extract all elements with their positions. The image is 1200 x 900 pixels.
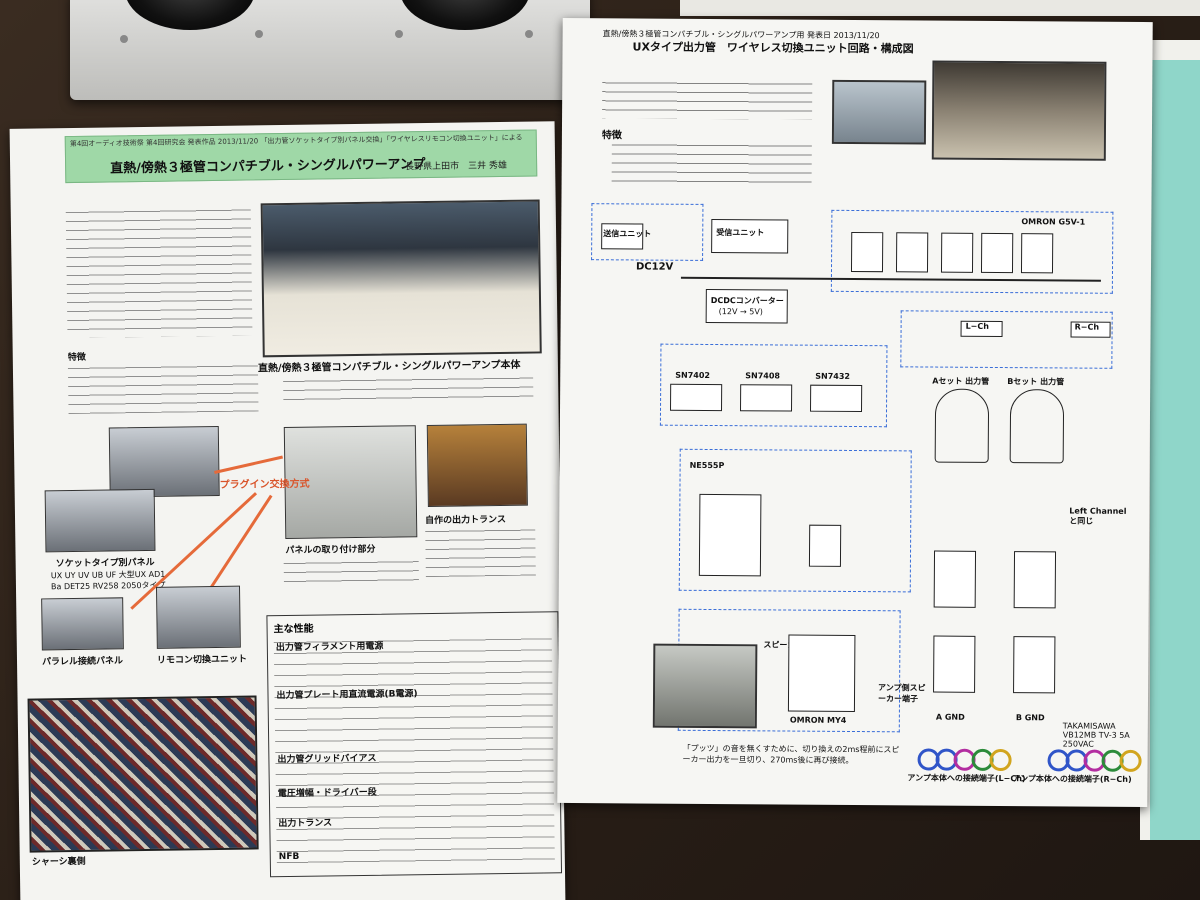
- left-channel-label: Left Channel と同じ: [1069, 506, 1127, 526]
- tube-a: [934, 388, 990, 463]
- parallel-photo: [41, 597, 124, 651]
- specs-box: 主な性能 出力管フィラメント用電源 出力管プレート用直流電源(B電源) 出力管グ…: [266, 611, 563, 878]
- specs-row: 出力管グリッドバイアス: [277, 753, 377, 766]
- left-document: 第4回オーディオ技術祭 第4回研究会 発表作品 2013/11/20 「出力管ソ…: [9, 121, 566, 900]
- specs-row: 電圧増幅・ドライバー段: [277, 787, 377, 800]
- amp-top-photo: [931, 60, 1107, 161]
- speaker-relay-photo: [652, 643, 758, 729]
- features-text: [611, 140, 812, 187]
- relay-label: OMRON G5V-1: [1021, 217, 1086, 227]
- relay: [1020, 233, 1054, 274]
- relay: [933, 635, 976, 693]
- cyan-paper: [1150, 60, 1200, 840]
- author: 長野県上田市 三井 秀雄: [405, 160, 508, 173]
- omron-my4: OMRON MY4: [789, 715, 847, 725]
- panel-mount-label: パネルの取り付け部分: [285, 544, 376, 557]
- dc-label: DC12V: [635, 261, 674, 273]
- term-r-label: アンプ本体への接続端子(R−Ch): [1012, 774, 1132, 784]
- ic-label: SN7408: [745, 371, 781, 381]
- relay: [808, 524, 842, 567]
- document-title: UXタイプ出力管 ワイヤレス切換ユニット回路・構成図: [632, 40, 914, 56]
- intro-text: [65, 205, 253, 339]
- agnd-label: A GND: [935, 712, 965, 722]
- ic: [810, 384, 863, 413]
- timer-ic: [698, 493, 762, 577]
- amplifier-chassis: [70, 0, 590, 100]
- relay: [1013, 551, 1057, 609]
- tube-base-left: [125, 0, 255, 30]
- caption-text: [283, 373, 534, 402]
- amplifier-photo: [260, 199, 542, 358]
- speaker-relay: [787, 634, 856, 713]
- features-heading: 特徴: [67, 352, 86, 364]
- specs-row: 出力管プレート用直流電源(B電源): [276, 689, 418, 702]
- rch-label: R−Ch: [1074, 322, 1100, 332]
- power-relay-box: [900, 310, 1113, 369]
- send-unit-label: 送信ユニット: [603, 229, 652, 239]
- chassis-photo: [27, 695, 259, 853]
- ic: [740, 384, 793, 412]
- timer-label: NE555P: [689, 460, 725, 471]
- unit-photo: [831, 79, 927, 145]
- relay: [895, 232, 929, 273]
- amp-speaker-term: アンプ側スピーカー端子: [877, 683, 926, 704]
- lch-label: L−Ch: [965, 321, 990, 331]
- ic: [670, 383, 723, 412]
- photo-caption: 直熱/傍熱３極管コンパチブル・シングルパワーアンプ本体: [257, 359, 521, 375]
- chassis-label: シャーシ裏側: [31, 856, 86, 868]
- right-document: 直熱/傍熱３極管コンパチブル・シングルパワーアンプ用 発表日 2013/11/2…: [557, 17, 1153, 808]
- specs-row: NFB: [278, 851, 300, 863]
- bgnd-label: B GND: [1015, 713, 1045, 723]
- socket-panel-label: ソケットタイプ別パネル: [55, 557, 155, 570]
- receive-unit-label: 受信ユニット: [716, 228, 765, 238]
- output-trans-label: 自作の出力トランス: [425, 514, 506, 527]
- background-paper: [680, 0, 1200, 16]
- transformer-photo: [426, 423, 528, 508]
- converter-spec: (12V → 5V): [718, 307, 763, 317]
- screw: [525, 30, 533, 38]
- features-heading: 特徴: [601, 130, 622, 142]
- tube-b: [1009, 389, 1065, 464]
- plugin-label: プラグイン交換方式: [219, 478, 310, 491]
- relay: [940, 232, 974, 273]
- takamisawa-label: TAKAMISAWA VB12MB TV-3 5A 250VAC: [1062, 721, 1130, 749]
- screw: [120, 35, 128, 43]
- remote-unit-label: リモコン切換ユニット: [156, 654, 248, 666]
- bottom-caption: 「プッツ」の音を無くすために、切り換えの2ms程前にスピーカー出力を一旦切り、2…: [682, 743, 900, 765]
- specs-row: 出力管フィラメント用電源: [275, 641, 384, 654]
- specs-row: 出力トランス: [278, 818, 333, 830]
- relay: [980, 232, 1014, 274]
- screw: [395, 30, 403, 38]
- trans-text: [425, 525, 536, 578]
- tube-b-label: Bセット 出力管: [1007, 377, 1065, 387]
- tube-base-right: [400, 0, 530, 30]
- socket-photo: [108, 425, 220, 498]
- ic-label: SN7402: [675, 370, 711, 380]
- terminal: [1119, 749, 1142, 773]
- term-l-label: アンプ本体への接続端子(L−Ch): [907, 773, 1026, 784]
- relay: [850, 231, 884, 273]
- relay: [1013, 636, 1056, 694]
- terminal: [989, 748, 1012, 772]
- tube-a-label: Aセット 出力管: [932, 376, 990, 386]
- ic-label: SN7432: [815, 371, 851, 381]
- arrow: [214, 455, 283, 474]
- panel-text: [283, 557, 420, 590]
- relay: [933, 550, 977, 608]
- screw: [255, 30, 263, 38]
- intro-text: [602, 78, 813, 120]
- features-text: [67, 361, 259, 415]
- specs-title: 主な性能: [273, 623, 314, 636]
- converter-label: DCDCコンバーター: [710, 295, 784, 306]
- socket-photo: [44, 488, 156, 553]
- parallel-panel-label: パラレル接続パネル: [41, 656, 124, 668]
- remote-photo: [155, 585, 241, 649]
